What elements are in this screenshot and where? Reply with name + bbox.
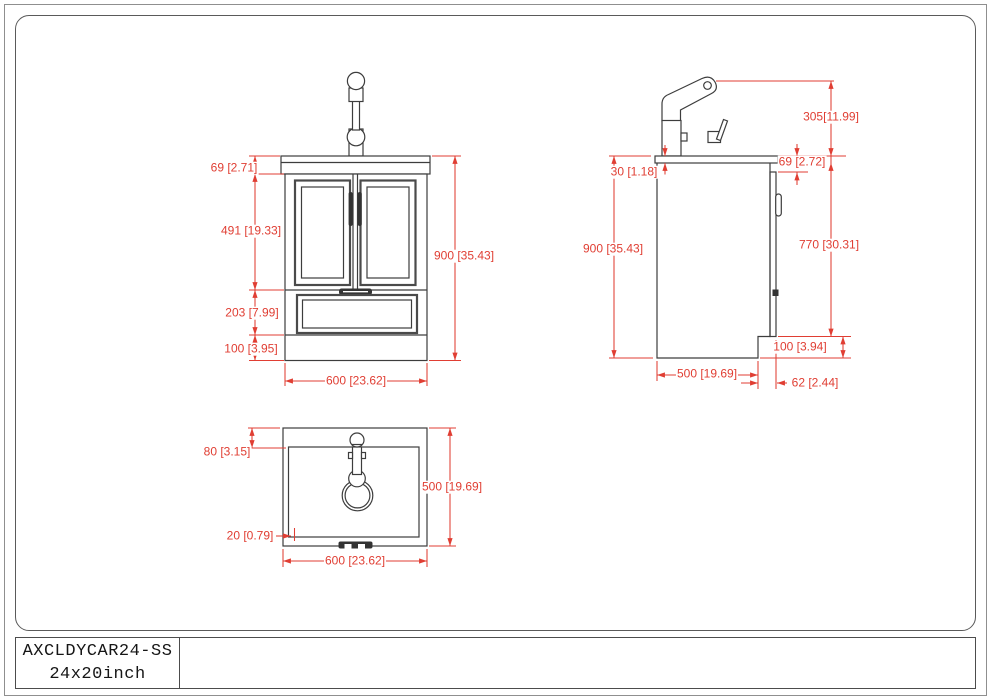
title-block-model-cell: AXCLDYCAR24-SS 24x20inch — [16, 638, 180, 688]
model-number: AXCLDYCAR24-SS — [22, 642, 173, 662]
side-door-handle — [775, 193, 782, 217]
dim-label-front-counter-height: 69 [2.71] — [209, 160, 259, 175]
side-door-latch — [772, 289, 779, 296]
dim-label-side-counter-thickness: 30 [1.18] — [609, 164, 659, 179]
dim-label-side-overall-height: 900 [35.43] — [581, 241, 645, 256]
top-view-drawing — [248, 427, 456, 567]
front-right-door — [359, 179, 417, 287]
dim-label-top-overall-width: 600 [23.62] — [323, 553, 387, 568]
dim-label-top-side-rim: 20 [0.79] — [225, 528, 275, 543]
front-drawer — [295, 293, 419, 335]
dim-label-front-overall-width: 600 [23.62] — [324, 373, 388, 388]
dim-label-top-back-rim: 80 [3.15] — [202, 444, 252, 459]
title-block: AXCLDYCAR24-SS 24x20inch — [15, 637, 976, 689]
front-left-handle — [348, 192, 353, 226]
top-sink — [282, 427, 428, 549]
dim-label-side-overall-depth: 500 [19.69] — [675, 366, 739, 381]
front-cabinet — [280, 155, 431, 362]
side-door-panel — [769, 171, 777, 338]
top-drawer-handle — [338, 541, 373, 549]
dim-label-side-faucet-height: 305[11.99] — [802, 109, 860, 124]
sheet-outer-border — [4, 4, 987, 696]
top-faucet-base — [349, 432, 365, 448]
front-right-handle — [357, 192, 362, 226]
dim-label-front-drawer-height: 203 [7.99] — [224, 305, 280, 320]
dim-label-front-toekick-height: 100 [3.95] — [223, 341, 279, 356]
front-view-drawing — [249, 71, 461, 386]
dim-label-side-toekick-recess: 62 [2.44] — [790, 375, 840, 390]
dim-label-side-counter-to-door: 69 [2.72] — [777, 154, 827, 169]
title-block-empty-cell — [180, 638, 975, 688]
side-cabinet — [654, 155, 782, 359]
model-size: 24x20inch — [49, 664, 146, 684]
dim-label-top-overall-depth: 500 [19.69] — [420, 479, 484, 494]
dim-label-front-door-height: 491 [19.33] — [219, 223, 283, 238]
front-left-door — [293, 179, 352, 287]
dim-label-front-overall-height: 900 [35.43] — [432, 248, 496, 263]
sheet-inner-border — [15, 15, 976, 631]
side-faucet — [661, 76, 729, 157]
dim-label-side-door-panel-height: 770 [30.31] — [797, 237, 861, 252]
dim-label-side-toekick-height: 100 [3.94] — [772, 339, 828, 354]
front-faucet — [346, 71, 366, 157]
